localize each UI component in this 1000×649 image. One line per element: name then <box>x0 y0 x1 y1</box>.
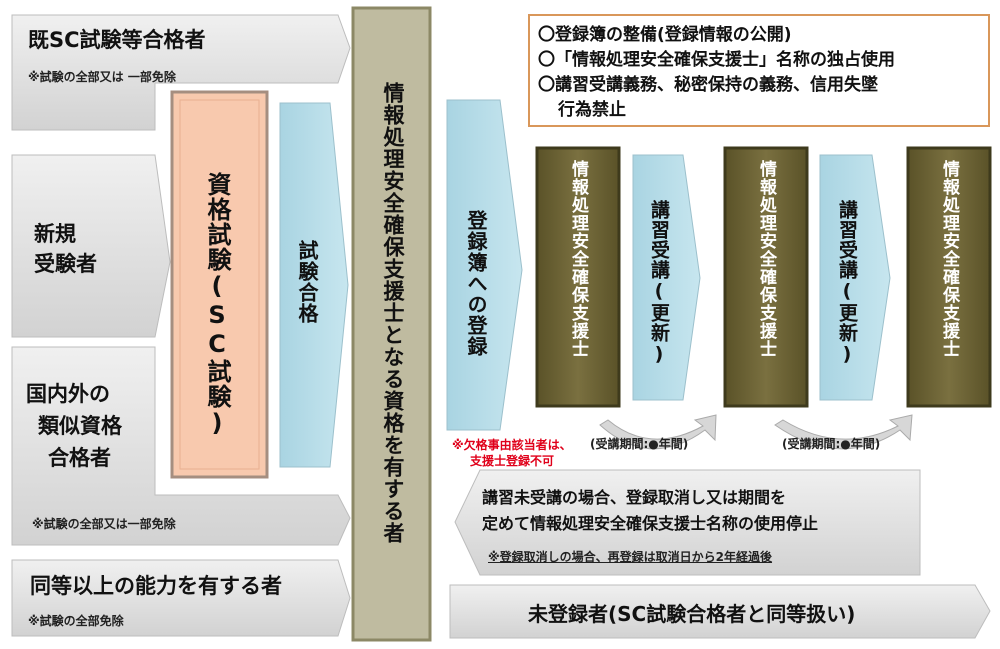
disqualify-note-line2: 支援士登録不可 <box>470 454 555 468</box>
similar-qual-line3: 合格者 <box>48 446 111 470</box>
specialist-box-1-shape <box>535 146 621 408</box>
registry-box: 〇登録簿の整備(登録情報の公開) 〇「情報処理安全確保支援士」名称の独占使用 〇… <box>528 14 990 127</box>
exam-box-shape <box>170 90 269 479</box>
qualified-column-label: 情報処理安全確保支援士となる資格を有する者 <box>381 82 405 544</box>
unregistered-arrow-shape <box>449 584 991 639</box>
specialist-box-3-shape <box>906 146 992 408</box>
course-label-2: 講習受講(更新) <box>836 200 858 366</box>
loop-arrow-1 <box>599 414 717 450</box>
arrow-similar-qual <box>11 346 351 546</box>
new-examinee-line1: 新規 <box>34 222 76 246</box>
similar-qual-line2: 類似資格 <box>38 414 122 438</box>
new-examinee-line2: 受験者 <box>34 252 97 276</box>
equivalent-title: 同等以上の能力を有する者 <box>30 574 282 598</box>
period-label-2: (受講期間:●年間) <box>782 437 881 451</box>
cancel-line-2: 定めて情報処理安全確保支援士名称の使用停止 <box>482 514 819 533</box>
equivalent-note: ※試験の全部免除 <box>28 614 124 628</box>
arrow-new-examinee <box>11 154 171 338</box>
register-arrow-label: 登録簿への登録 <box>464 210 488 357</box>
unregistered-label: 未登録者(SC試験合格者と同等扱い) <box>528 602 856 626</box>
pass-arrow-shape <box>279 102 349 468</box>
exempt-sc-title: 既SC試験等合格者 <box>28 28 206 52</box>
cancel-note: ※登録取消しの場合、再登録は取消日から2年経過後 <box>488 550 773 564</box>
registry-line-1: 〇登録簿の整備(登録情報の公開) <box>538 25 792 45</box>
exempt-sc-note: ※試験の全部又は 一部免除 <box>28 70 176 84</box>
arrow-exempt-sc <box>11 14 351 131</box>
registry-line-2: 〇「情報処理安全確保支援士」名称の独占使用 <box>538 50 895 70</box>
register-arrow-shape <box>446 99 523 431</box>
registry-line-3: 〇講習受講義務、秘密保持の義務、信用失墜 <box>538 75 878 95</box>
exam-box-label: 資格試験(SC試験) <box>203 172 231 438</box>
specialist-label-1: 情報処理安全確保支援士 <box>568 160 588 358</box>
course-arrow-2-shape <box>819 154 891 401</box>
cancel-line-1: 講習未受講の場合、登録取消し又は期間を <box>482 488 787 507</box>
specialist-box-2-shape <box>723 146 809 408</box>
specialist-label-2: 情報処理安全確保支援士 <box>756 160 776 358</box>
similar-qual-line1: 国内外の <box>26 382 110 406</box>
arrow-equivalent <box>11 559 351 637</box>
course-arrow-1-shape <box>632 154 701 401</box>
pass-arrow-label: 試験合格 <box>295 240 319 324</box>
specialist-label-3: 情報処理安全確保支援士 <box>939 160 959 358</box>
loop-arrow-2 <box>774 414 913 450</box>
disqualify-note-line1: ※欠格事由該当者は、 <box>452 438 572 452</box>
period-label-1: (受講期間:●年間) <box>590 437 689 451</box>
similar-qual-note: ※試験の全部又は一部免除 <box>32 517 176 531</box>
cancel-box-shape <box>454 469 921 576</box>
registry-line-4: 行為禁止 <box>558 100 626 120</box>
qualified-column-shape <box>351 6 432 642</box>
course-label-1: 講習受講(更新) <box>648 200 670 366</box>
